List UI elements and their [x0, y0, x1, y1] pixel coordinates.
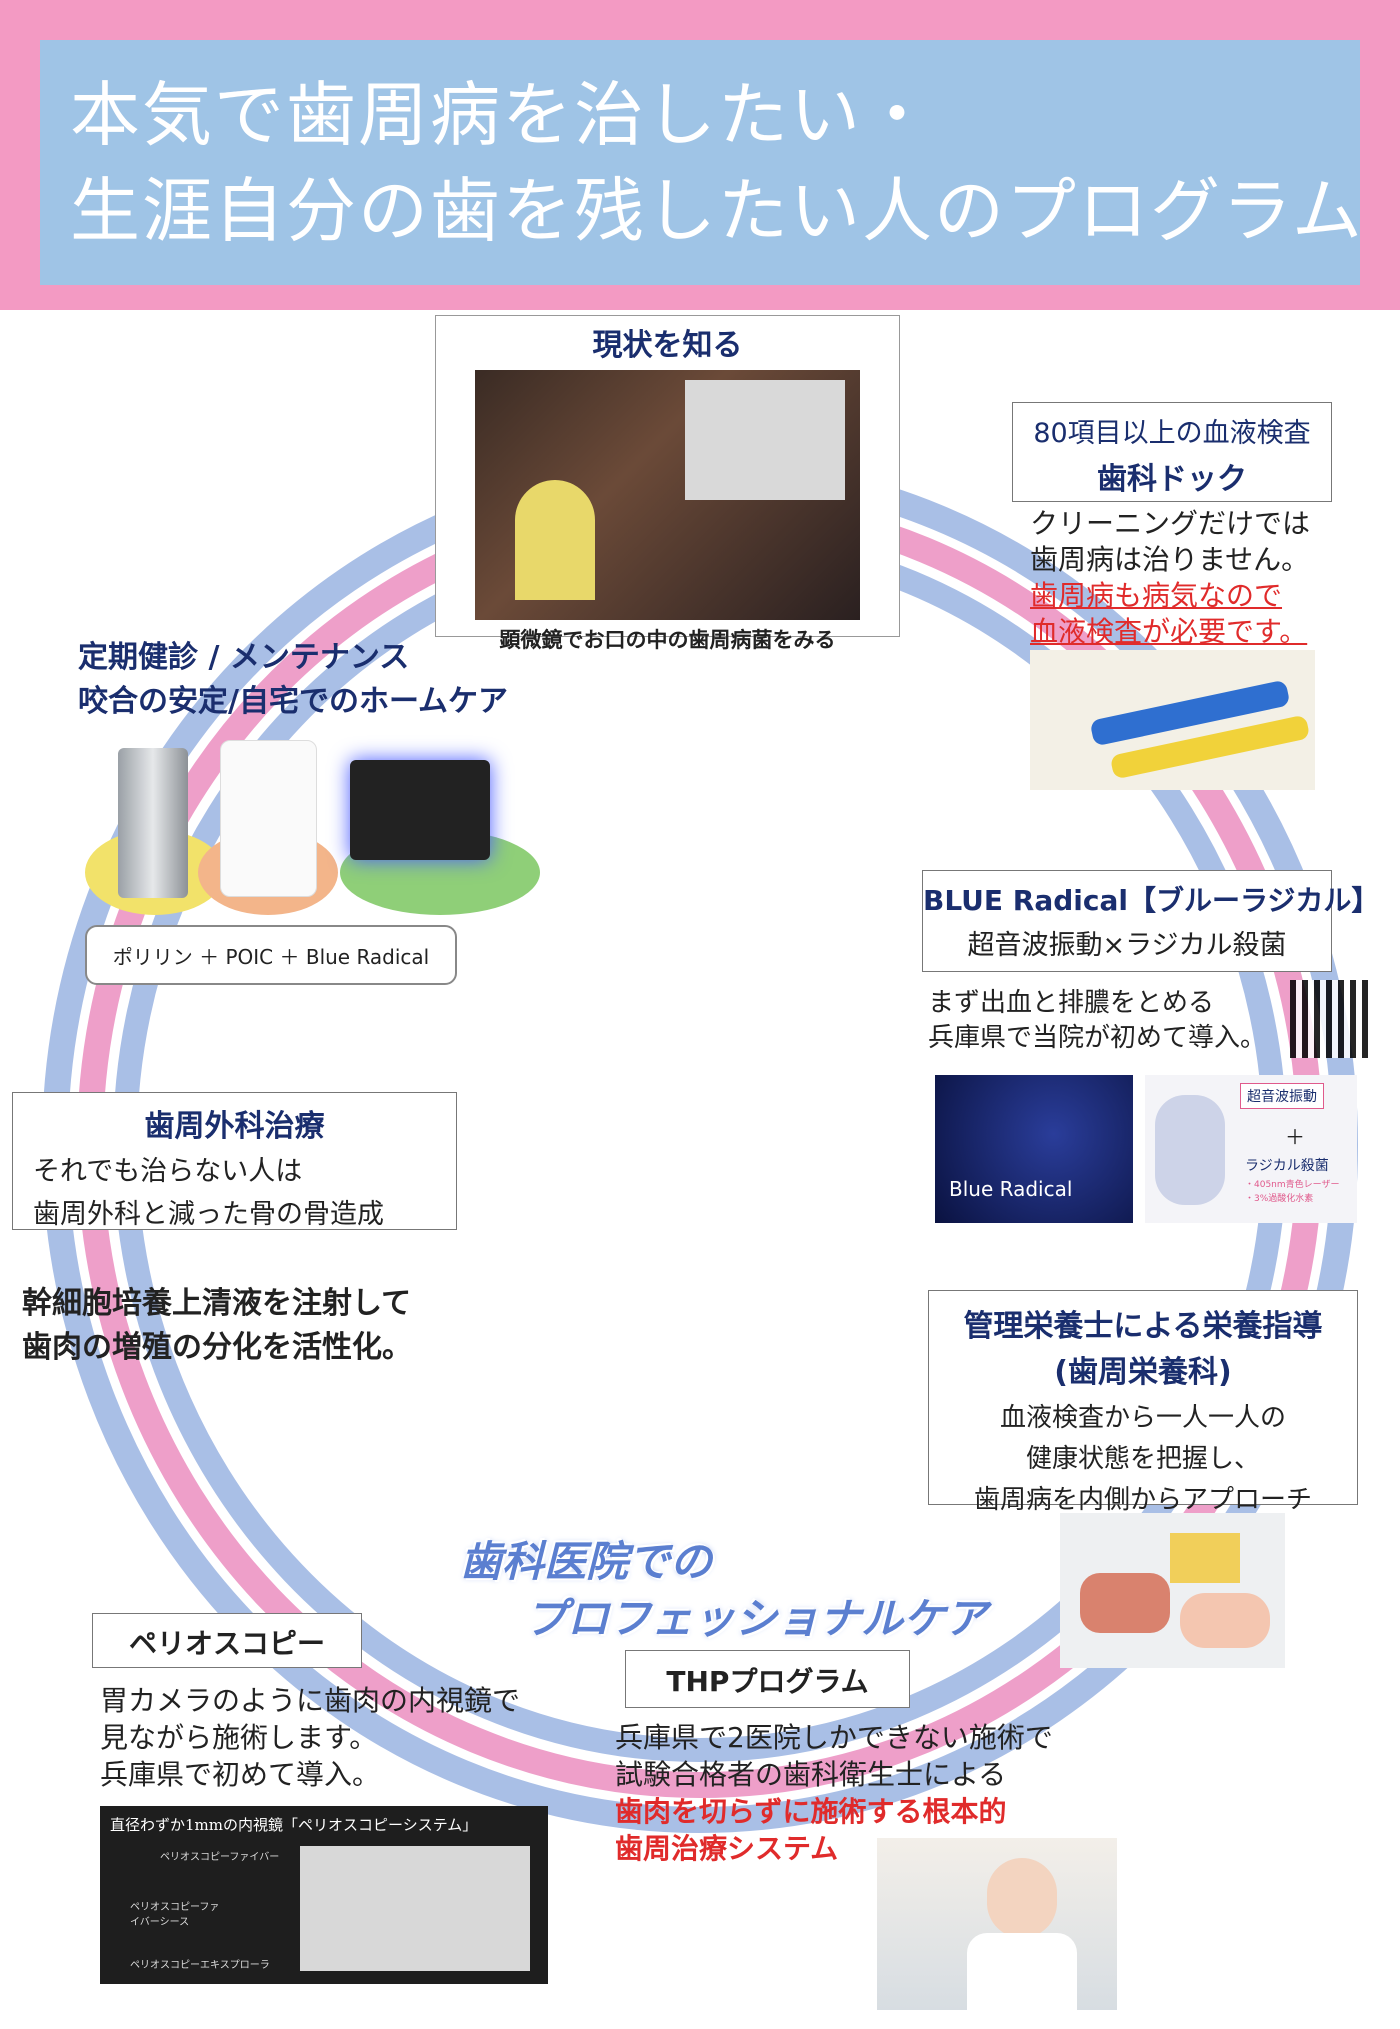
- thp-red1: 歯肉を切らずに施術する根本的: [615, 1795, 1007, 1828]
- dental-dock-red2: 血液検査が必要です。: [1030, 615, 1308, 648]
- perioscopy-photo: 直径わずか1mmの内視鏡「ペリオスコピーシステム」 ペリオスコピーファイバー ペ…: [100, 1806, 548, 1984]
- thp-title: THPプログラム: [666, 1665, 869, 1698]
- perioscopy-title-box: ペリオスコピー: [92, 1613, 362, 1668]
- diagram-label1: 超音波振動: [1240, 1083, 1324, 1109]
- product-bubble-text: ポリリン ＋ POIC ＋ Blue Radical: [112, 944, 430, 969]
- nutrition-box: 管理栄養士による栄養指導 (歯周栄養科) 血液検査から一人一人の 健康状態を把握…: [928, 1290, 1358, 1515]
- thp-red2: 歯周治療システム: [615, 1832, 839, 1865]
- current-state-title: 現状を知る: [592, 328, 743, 363]
- current-state-card: 現状を知る 顕微鏡でお口の中の歯周病菌をみる: [435, 315, 900, 652]
- perioscopy-title: ペリオスコピー: [128, 1627, 325, 1660]
- blood-test-photo: [1030, 650, 1315, 790]
- maintenance-title2: 咬合の安定/自宅でのホームケア: [78, 684, 509, 719]
- blue-radical-title: BLUE Radical【ブルーラジカル】: [923, 884, 1380, 917]
- blue-radical-device-photo: Blue Radical: [935, 1075, 1133, 1223]
- blue-radical-device-label: Blue Radical: [949, 1177, 1073, 1201]
- blue-radical-text2: 兵庫県で当院が初めて導入。: [928, 1023, 1267, 1053]
- dental-dock-text2: 歯周病は治りません。: [1030, 543, 1310, 576]
- diagram-plus: ＋: [1285, 1125, 1305, 1149]
- thp-text1: 兵庫県で2医院しかできない施術で: [615, 1721, 1053, 1754]
- dental-dock-title: 歯科ドック: [1097, 462, 1247, 497]
- center-line1: 歯科医院での: [460, 1537, 713, 1586]
- blue-radical-text1: まず出血と排膿をとめる: [928, 988, 1215, 1018]
- surgery-title: 歯周外科治療: [144, 1109, 325, 1144]
- center-line2: プロフェッショナルケア: [525, 1594, 988, 1643]
- nutrition-title1: 管理栄養士による栄養指導: [963, 1309, 1323, 1344]
- blue-radical-subtitle: 超音波振動×ラジカル殺菌: [967, 930, 1287, 961]
- diagram-label2: ラジカル殺菌: [1245, 1158, 1329, 1174]
- dental-dock-text1: クリーニングだけでは: [1030, 507, 1311, 540]
- blue-radical-diagram: 超音波振動 ＋ ラジカル殺菌 ・405nm青色レーザー ・3%過酸化水素: [1145, 1075, 1357, 1223]
- nutrition-text1: 血液検査から一人一人の: [999, 1403, 1286, 1433]
- hygienist-photo: [877, 1838, 1117, 2010]
- dental-dock-subtitle: 80項目以上の血液検査: [1033, 418, 1311, 449]
- surgery-box: 歯周外科治療 それでも治らない人は 歯周外科と減った骨の骨造成: [12, 1092, 457, 1230]
- perioscopy-photo-label3: ペリオスコピーエキスプローラ: [130, 1960, 270, 1971]
- perioscopy-text2: 見ながら施術します。: [100, 1721, 378, 1754]
- stem-cell-line2: 歯肉の増殖の分化を活性化。: [22, 1330, 412, 1365]
- diagram-note2: ・3%過酸化水素: [1245, 1194, 1314, 1204]
- perioscopy-photo-label1: ペリオスコピーファイバー: [160, 1852, 280, 1863]
- nutrition-text2: 健康状態を把握し、: [1025, 1444, 1260, 1474]
- surgery-text2: 歯周外科と減った骨の骨造成: [33, 1199, 384, 1230]
- poic-bottle: [220, 740, 317, 897]
- nutrition-title2: (歯周栄養科): [1054, 1355, 1232, 1390]
- toothpaste-tube: [118, 748, 188, 898]
- header-title-box: 本気で歯周病を治したい・ 生涯自分の歯を残したい人のプログラム: [40, 40, 1364, 285]
- product-ovals: [80, 740, 540, 920]
- blue-radical-device: [350, 760, 490, 860]
- dental-dock-title-box: 80項目以上の血液検査 歯科ドック: [1012, 402, 1332, 502]
- nutrition-text3: 歯周病を内側からアプローチ: [973, 1485, 1312, 1515]
- header-title-line1: 本気で歯周病を治したい・: [70, 73, 934, 156]
- perioscopy-photo-title: 直径わずか1mmの内視鏡「ペリオスコピーシステム」: [110, 1816, 478, 1834]
- thp-title-box: THPプログラム: [625, 1650, 910, 1708]
- diagram-note1: ・405nm青色レーザー: [1245, 1180, 1340, 1190]
- thp-text2: 試験合格者の歯科衛生士による: [615, 1758, 1007, 1791]
- perioscopy-text1: 胃カメラのように歯肉の内視鏡で: [100, 1684, 521, 1717]
- perioscopy-text3: 兵庫県で初めて導入。: [100, 1758, 381, 1791]
- perioscopy-photo-label2: ペリオスコピーファイバーシース: [130, 1902, 220, 1928]
- microscope-photo: [475, 370, 860, 620]
- surgery-text1: それでも治らない人は: [33, 1156, 303, 1187]
- dental-dock-red1: 歯周病も病気なので: [1030, 579, 1283, 612]
- current-state-caption: 顕微鏡でお口の中の歯周病菌をみる: [499, 628, 836, 652]
- stem-cell-line1: 幹細胞培養上清液を注射して: [22, 1286, 412, 1321]
- food-photo: [1060, 1513, 1285, 1668]
- blue-radical-title-box: BLUE Radical【ブルーラジカル】 超音波振動×ラジカル殺菌: [922, 870, 1380, 972]
- maintenance-title1: 定期健診 / メンテナンス: [78, 640, 410, 675]
- header-title-line2: 生涯自分の歯を残したい人のプログラム: [70, 169, 1364, 252]
- product-bubble: ポリリン ＋ POIC ＋ Blue Radical: [85, 925, 457, 985]
- qr-code: [1290, 980, 1368, 1058]
